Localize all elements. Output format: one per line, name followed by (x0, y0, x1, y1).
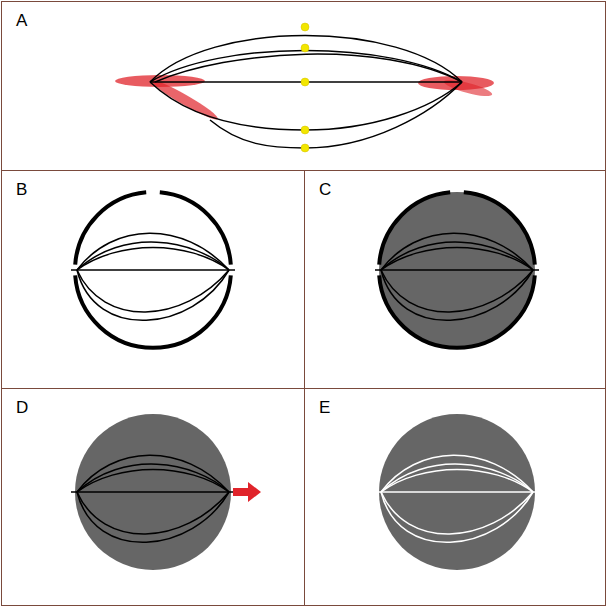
cell-b (71, 192, 235, 348)
panel-letter: C (319, 180, 331, 200)
cell-e (375, 414, 539, 570)
figure-panel: C (304, 170, 606, 389)
figure-panel: A (1, 1, 606, 171)
panel-letter: D (16, 398, 28, 418)
spindle-a (115, 23, 494, 152)
cell-c (375, 192, 539, 348)
figure-panel: B (1, 170, 305, 389)
panel-letter: A (16, 11, 27, 31)
panel-letter: B (16, 180, 27, 200)
cell-d (71, 414, 261, 570)
figure-panel: E (304, 388, 606, 606)
figure-panel: D (1, 388, 305, 606)
panel-letter: E (319, 398, 330, 418)
